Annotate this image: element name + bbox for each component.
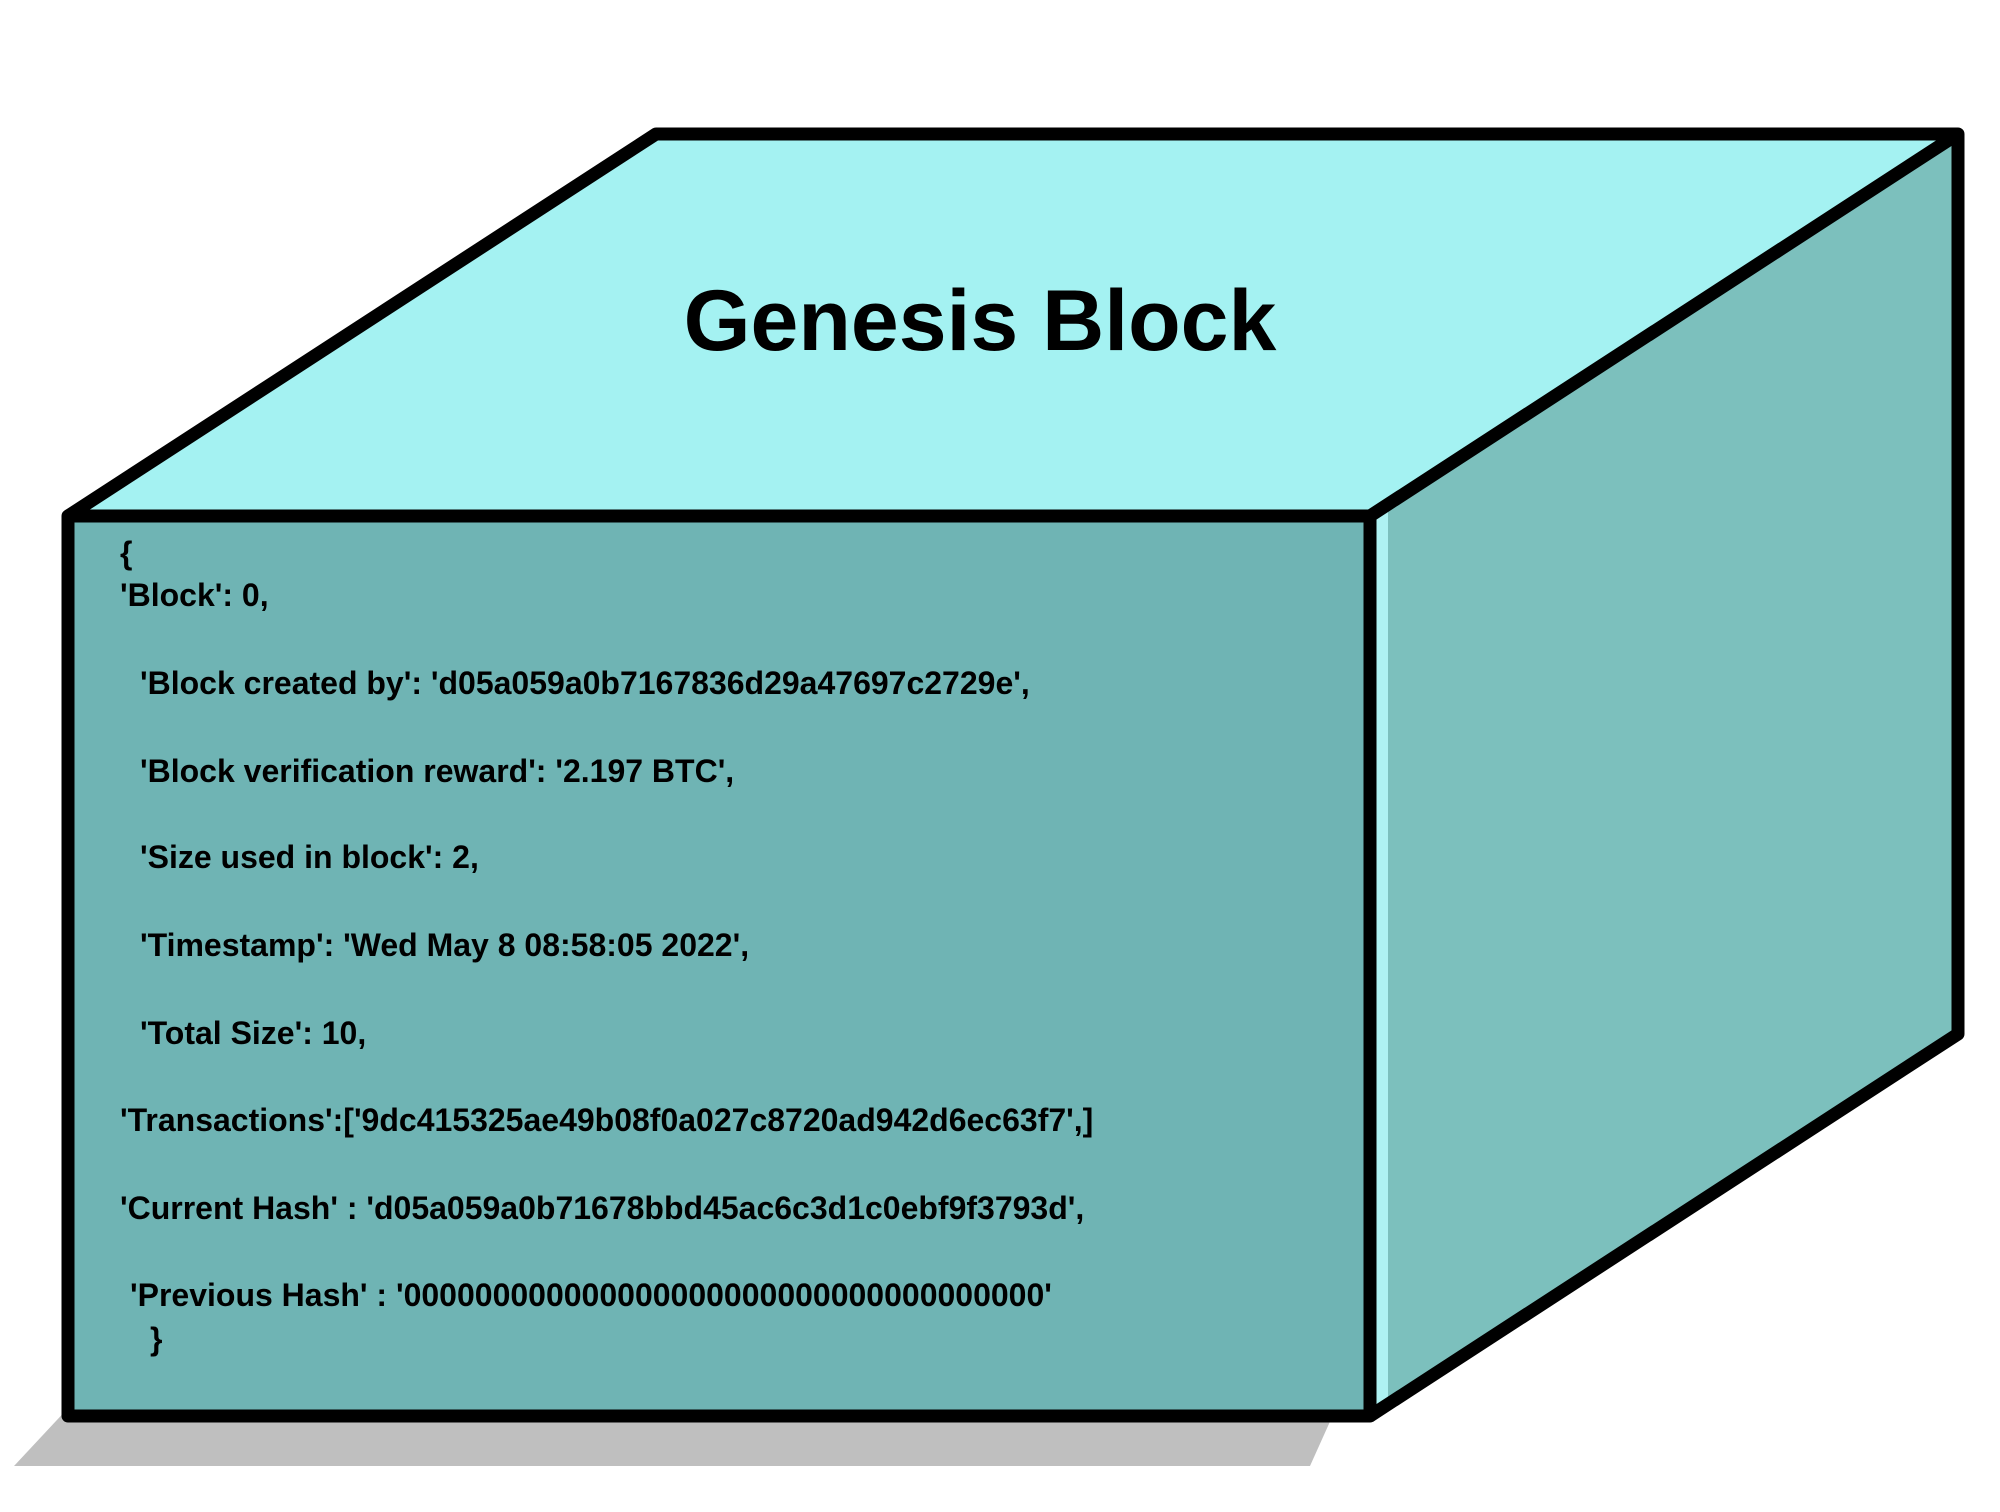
field-transactions: 'Transactions':['9dc415325ae49b08f0a027c… — [120, 1102, 1093, 1138]
field-block-number: 'Block': 0, — [120, 577, 269, 613]
close-brace: } — [150, 1321, 162, 1357]
block-top-face — [68, 134, 1958, 516]
block-front-face — [68, 516, 1370, 1416]
block-title: Genesis Block — [684, 273, 1277, 369]
field-size-used: 'Size used in block': 2, — [140, 839, 479, 875]
field-previous-hash: 'Previous Hash' : '000000000000000000000… — [130, 1277, 1052, 1313]
block-top-outline — [64, 127, 1965, 522]
block-side-face — [1370, 134, 1958, 1416]
field-timestamp: 'Timestamp': 'Wed May 8 08:58:05 2022', — [140, 927, 749, 963]
field-current-hash: 'Current Hash' : 'd05a059a0b71678bbd45ac… — [120, 1190, 1084, 1226]
block-content: { 'Block': 0, 'Block created by': 'd05a0… — [120, 535, 1093, 1357]
block-side-outline — [1366, 134, 1965, 1422]
field-total-size: 'Total Size': 10, — [140, 1015, 366, 1051]
field-created-by: 'Block created by': 'd05a059a0b7167836d2… — [140, 665, 1030, 701]
field-verification-reward: 'Block verification reward': '2.197 BTC'… — [140, 753, 734, 789]
open-brace: { — [120, 535, 132, 571]
